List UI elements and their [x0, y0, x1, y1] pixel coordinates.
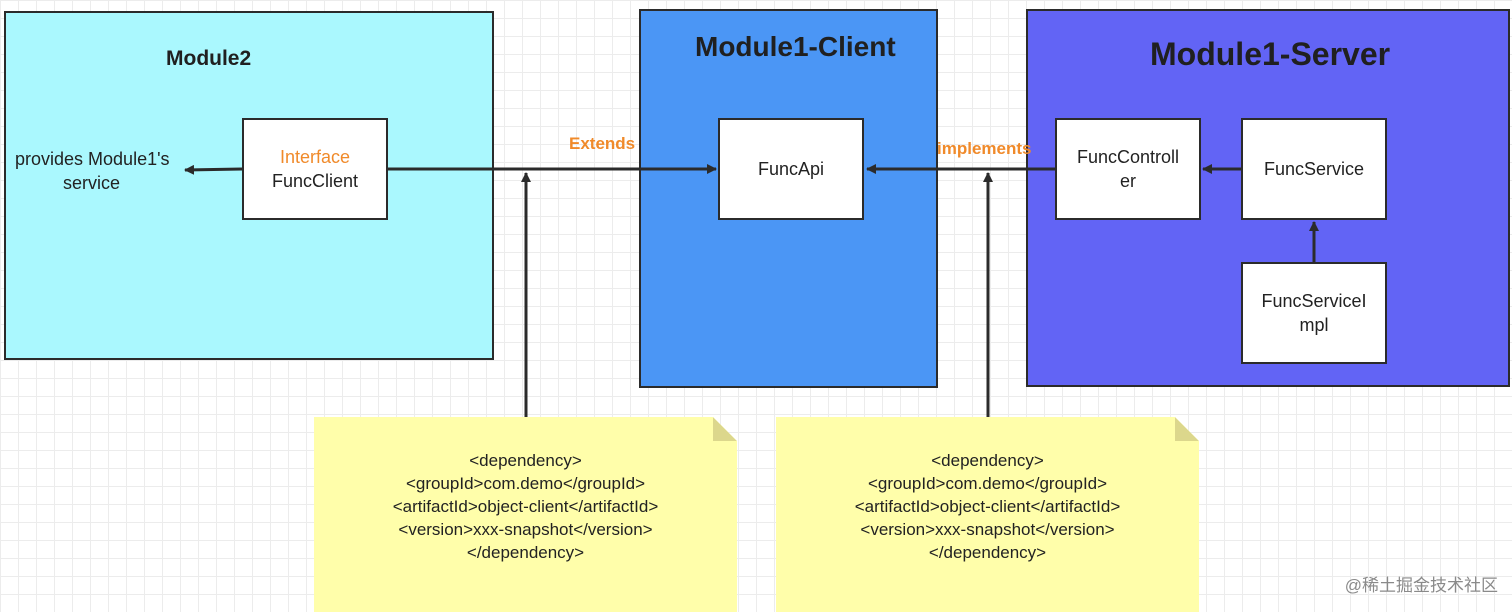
provides-service-text: provides Module1's service [15, 147, 170, 195]
note1-line: <groupId>com.demo</groupId> [405, 474, 646, 493]
func-api-label: FuncApi [757, 159, 825, 179]
dependency-note-1: <dependency> <groupId>com.demo</groupId>… [314, 417, 737, 612]
module1-client-container: Module1-Client [639, 9, 938, 388]
func-service-impl-label-line1: FuncServiceI [1261, 291, 1367, 311]
module1-server-title: Module1-Server [1150, 36, 1391, 72]
func-service-impl-box: FuncServiceI mpl [1241, 262, 1387, 364]
provides-service-line1: provides Module1's [15, 149, 170, 169]
func-client-stereotype: Interface [279, 147, 351, 167]
func-controller-label-line2: er [1119, 171, 1136, 191]
provides-service-line2: service [63, 173, 121, 193]
extends-label: Extends [569, 134, 636, 153]
note1-line: <dependency> [469, 451, 582, 470]
note2-line: <artifactId>object-client</artifactId> [854, 497, 1121, 516]
func-service-box: FuncService [1241, 118, 1387, 220]
func-client-label: FuncClient [271, 171, 359, 191]
dependency-note-2: <dependency> <groupId>com.demo</groupId>… [776, 417, 1199, 612]
module2-title: Module2 [166, 47, 252, 70]
note1-line: </dependency> [466, 543, 585, 562]
func-api-box: FuncApi [718, 118, 864, 220]
note2-line: <dependency> [931, 451, 1044, 470]
watermark: @稀土掘金技术社区 [1344, 576, 1498, 595]
module1-client-title: Module1-Client [695, 31, 896, 62]
func-client-box: Interface FuncClient [242, 118, 388, 220]
note1-line: <artifactId>object-client</artifactId> [392, 497, 659, 516]
func-service-label: FuncService [1263, 159, 1365, 179]
func-controller-box: FuncControll er [1055, 118, 1201, 220]
func-controller-label-line1: FuncControll [1076, 147, 1180, 167]
func-service-impl-label-line2: mpl [1299, 315, 1329, 335]
note1-line: <version>xxx-snapshot</version> [398, 520, 653, 539]
implements-label: implements [937, 139, 1032, 158]
note2-line: <groupId>com.demo</groupId> [867, 474, 1108, 493]
note2-line: <version>xxx-snapshot</version> [860, 520, 1115, 539]
note2-line: </dependency> [928, 543, 1047, 562]
arrow-client-to-side [184, 164, 243, 175]
